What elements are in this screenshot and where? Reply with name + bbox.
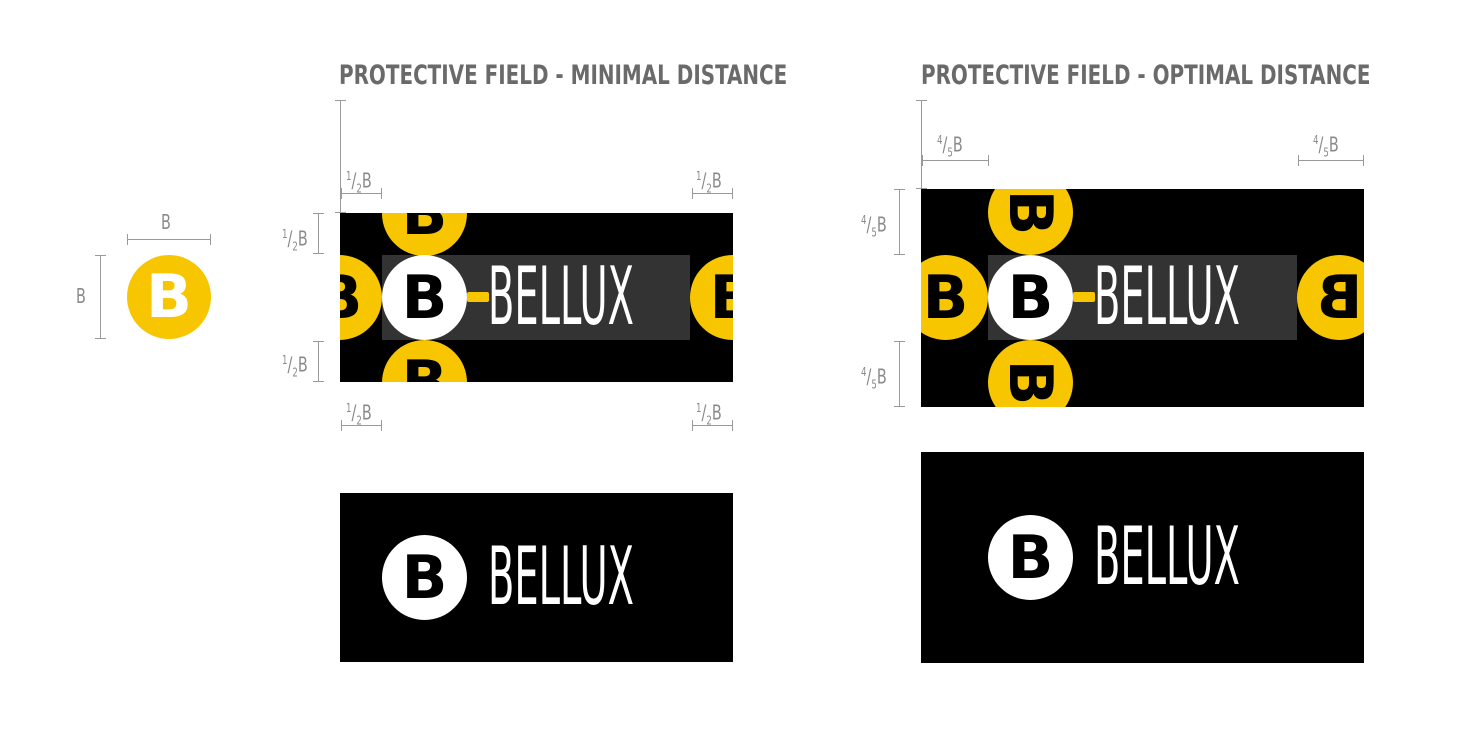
- opt-side-bottom-dimension: [894, 341, 905, 407]
- min-top-right-dimension: [692, 188, 733, 199]
- logo-wordmark: BELLUX: [488, 250, 634, 343]
- opt-top-left-label: 4/5B: [937, 132, 963, 160]
- heading-optimal-distance: PROTECTIVE FIELD - OPTIMAL DISTANCE: [921, 60, 1371, 91]
- min-side-bottom-dimension: [313, 341, 324, 382]
- top-spacing-monogram: B: [382, 213, 467, 256]
- opt-top-right-dimension: [1298, 155, 1364, 166]
- opt-top-right-label: 4/5B: [1313, 132, 1339, 160]
- opt-bottom-spacing-monogram: B: [988, 340, 1073, 407]
- min-bottom-left-label: 1/2B: [346, 400, 372, 428]
- opt-side-top-dimension: [894, 189, 905, 255]
- left-guide-line: [335, 100, 346, 213]
- monogram-glyph: B: [146, 262, 192, 332]
- min-bottom-right-dimension: [692, 420, 733, 431]
- min-top-right-label: 1/2B: [696, 168, 722, 196]
- opt-right-spacing-monogram: B: [1297, 255, 1364, 340]
- bottom-spacing-monogram: B: [382, 340, 467, 382]
- min-bottom-left-dimension: [341, 420, 382, 431]
- min-top-left-label: 1/2B: [346, 168, 372, 196]
- minimal-final-logo-panel: B BELLUX: [340, 493, 733, 662]
- left-spacing-monogram: B: [340, 255, 382, 340]
- opt-spacing-connector: [1073, 292, 1095, 302]
- logo-monogram: B: [382, 255, 467, 340]
- opt-logo-wordmark: BELLUX: [1094, 250, 1240, 343]
- right-spacing-monogram: B: [690, 255, 733, 340]
- optimal-final-logo-panel: B BELLUX: [921, 452, 1364, 663]
- min-side-top-dimension: [313, 213, 324, 254]
- spacing-connector: [467, 292, 489, 302]
- heading-minimal-distance: PROTECTIVE FIELD - MINIMAL DISTANCE: [339, 60, 788, 91]
- opt-final-wordmark: BELLUX: [1094, 510, 1240, 603]
- width-label: B: [161, 210, 171, 234]
- opt-final-monogram: B: [988, 515, 1073, 600]
- opt-side-top-label: 4/5B: [861, 212, 887, 240]
- optimal-protective-field-panel: B B B B B BELLUX: [921, 189, 1364, 407]
- height-dimension-line: [95, 255, 106, 339]
- final-monogram: B: [382, 535, 467, 620]
- opt-left-spacing-monogram: B: [921, 255, 988, 340]
- min-top-left-dimension: [341, 188, 382, 199]
- final-wordmark: BELLUX: [488, 530, 634, 623]
- opt-side-bottom-label: 4/5B: [861, 364, 887, 392]
- bellux-monogram-icon: B: [127, 255, 211, 339]
- opt-logo-monogram: B: [988, 255, 1073, 340]
- width-dimension-line: [127, 234, 211, 245]
- opt-top-left-dimension: [922, 155, 989, 166]
- min-bottom-right-label: 1/2B: [696, 400, 722, 428]
- minimal-protective-field-panel: B B B B B BELLUX: [340, 213, 733, 382]
- opt-top-spacing-monogram: B: [988, 189, 1073, 255]
- height-label: B: [76, 284, 86, 308]
- optimal-left-guide-line: [916, 100, 927, 189]
- min-side-top-label: 1/2B: [282, 226, 308, 254]
- min-side-bottom-label: 1/2B: [282, 352, 308, 380]
